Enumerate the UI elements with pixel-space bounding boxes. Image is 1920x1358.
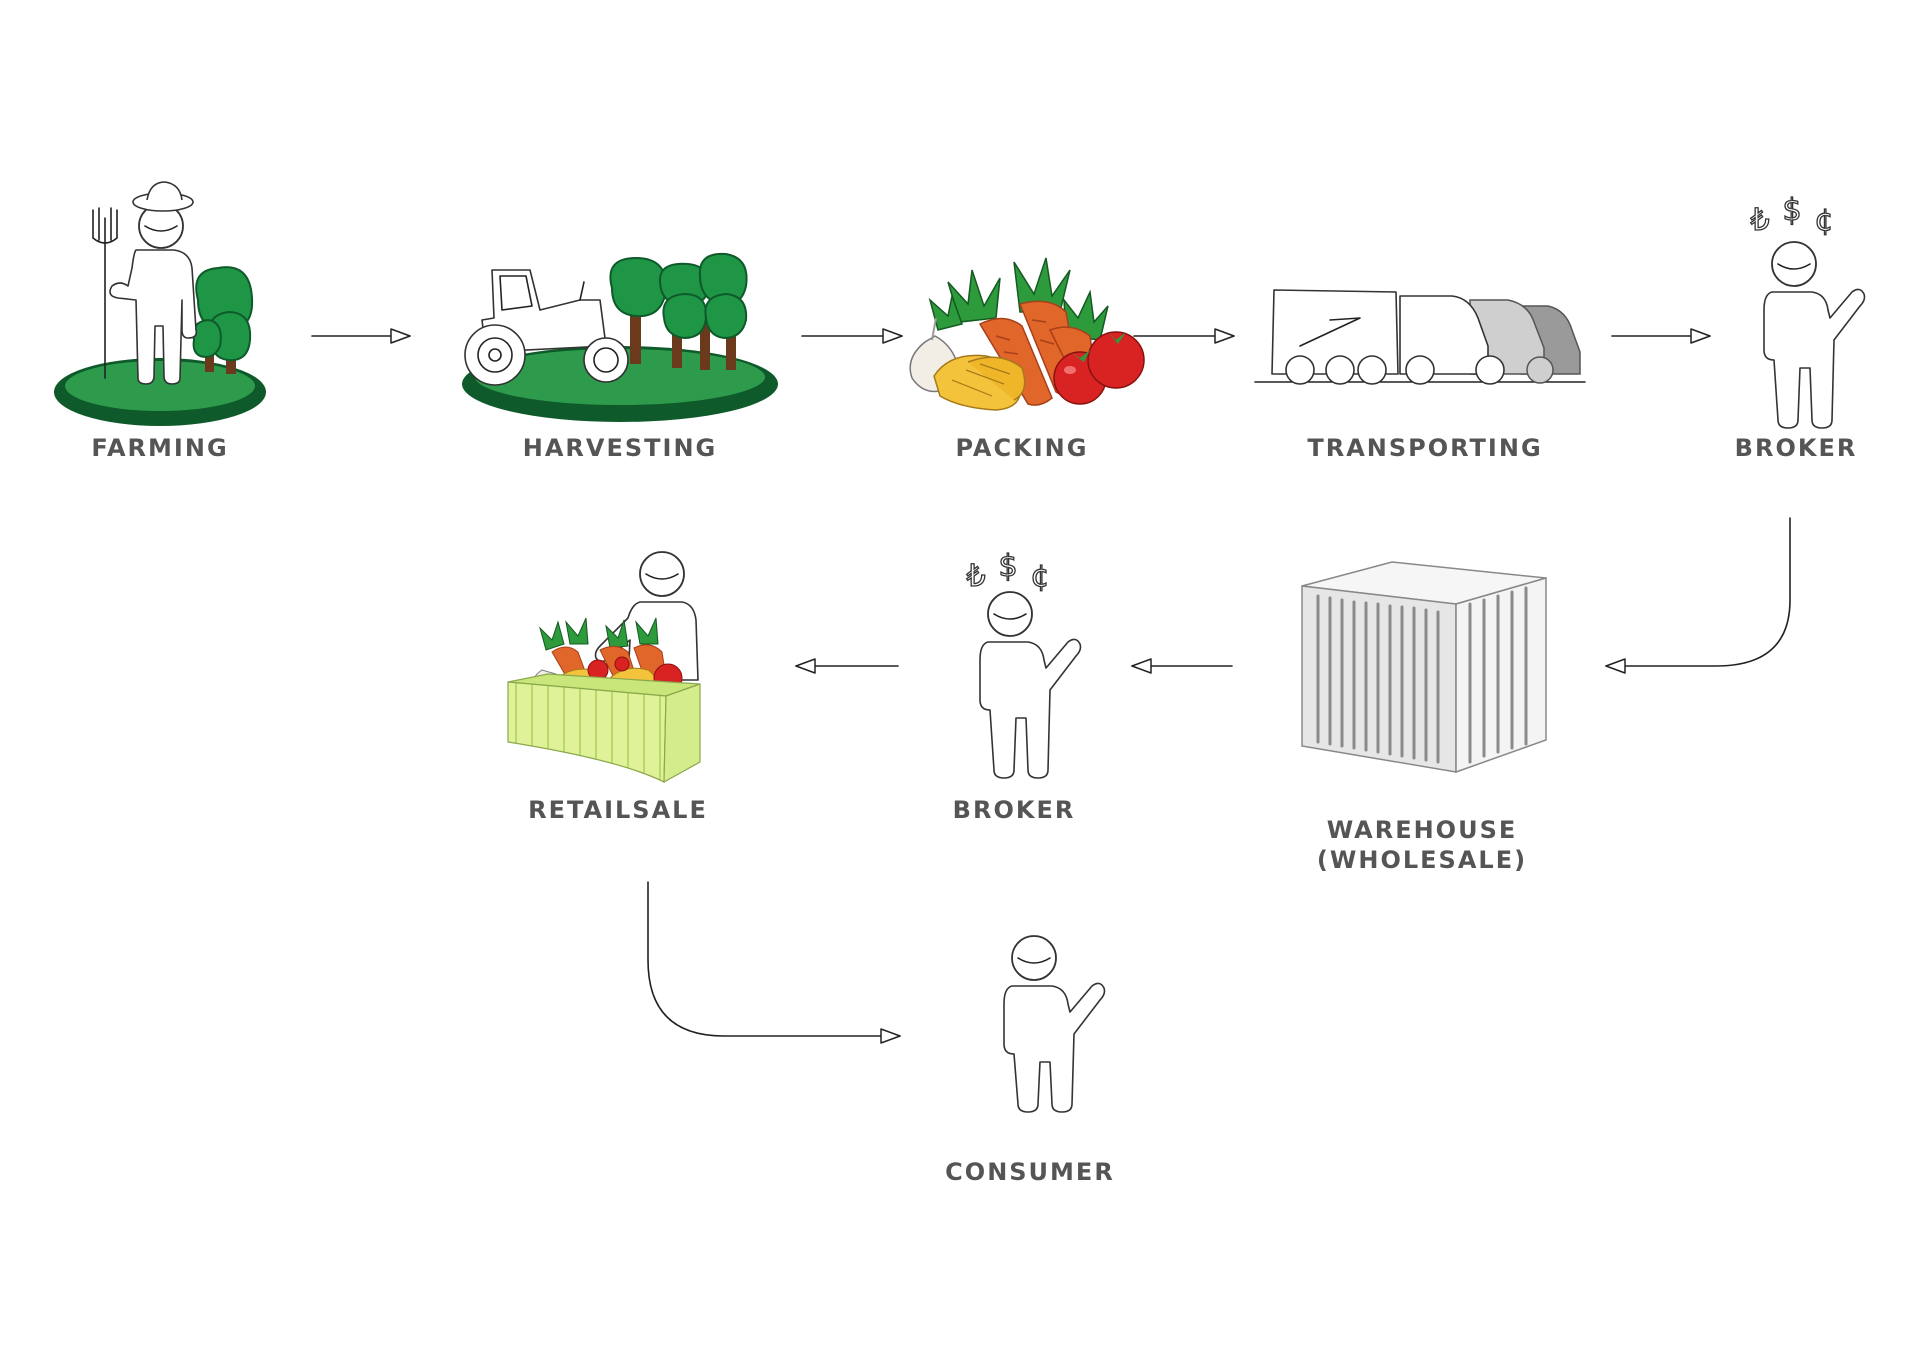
consumer-figure-icon	[1003, 935, 1106, 1113]
squash-icon	[933, 354, 1026, 411]
transporting-illustration	[1254, 289, 1586, 385]
crate-icon	[507, 673, 701, 784]
harvesting-node: HARVESTING	[462, 252, 778, 462]
dollar-symbol: $	[1782, 193, 1801, 228]
transporting-node: TRANSPORTING	[1254, 289, 1586, 462]
farming-node: FARMING	[54, 181, 266, 462]
broker-1-node: ₺ $ ¢ BROKER	[1735, 192, 1866, 462]
broker-2-label: BROKER	[953, 796, 1076, 824]
cent-symbol: ¢	[1030, 559, 1049, 594]
warehouse-sublabel: (WHOLESALE)	[1317, 846, 1527, 874]
lira-symbol: ₺	[1750, 203, 1769, 238]
packing-illustration	[909, 257, 1145, 411]
tomato-icon	[1053, 331, 1145, 405]
harvesting-illustration	[462, 252, 778, 422]
warehouse-container-icon	[1301, 561, 1547, 774]
retail-stand-illustration	[507, 551, 701, 784]
broker-figure-icon: ₺ $ ¢	[1750, 192, 1866, 429]
arrow-broker-to-warehouse	[1605, 517, 1791, 674]
farming-illustration	[54, 181, 266, 426]
retailsale-node: RETAILSALE	[507, 551, 708, 824]
broker-1-label: BROKER	[1735, 434, 1858, 462]
consumer-label: CONSUMER	[945, 1158, 1115, 1186]
tree-icon	[192, 266, 254, 374]
consumer-node: CONSUMER	[945, 935, 1115, 1186]
farmer-figure-icon	[109, 181, 198, 385]
warehouse-label: WAREHOUSE	[1327, 816, 1518, 844]
tree-icon	[609, 252, 748, 370]
cent-symbol: ¢	[1814, 203, 1833, 238]
arrow-retailsale-to-consumer	[647, 881, 901, 1044]
packing-label: PACKING	[956, 434, 1089, 462]
retailsale-label: RETAILSALE	[528, 796, 708, 824]
harvesting-label: HARVESTING	[523, 434, 717, 462]
farming-label: FARMING	[91, 434, 228, 462]
warehouse-node: WAREHOUSE (WHOLESALE)	[1301, 561, 1547, 874]
transporting-label: TRANSPORTING	[1307, 434, 1542, 462]
tractor-icon	[464, 269, 629, 386]
flow-arrows	[311, 328, 1791, 1044]
dollar-symbol: $	[998, 549, 1017, 584]
broker-figure-icon: ₺ $ ¢	[966, 548, 1082, 779]
pitchfork-icon	[92, 207, 118, 379]
broker-2-node: ₺ $ ¢ BROKER	[953, 548, 1082, 824]
lira-symbol: ₺	[966, 559, 985, 594]
truck-icon	[1271, 289, 1581, 385]
packing-node: PACKING	[909, 257, 1145, 462]
